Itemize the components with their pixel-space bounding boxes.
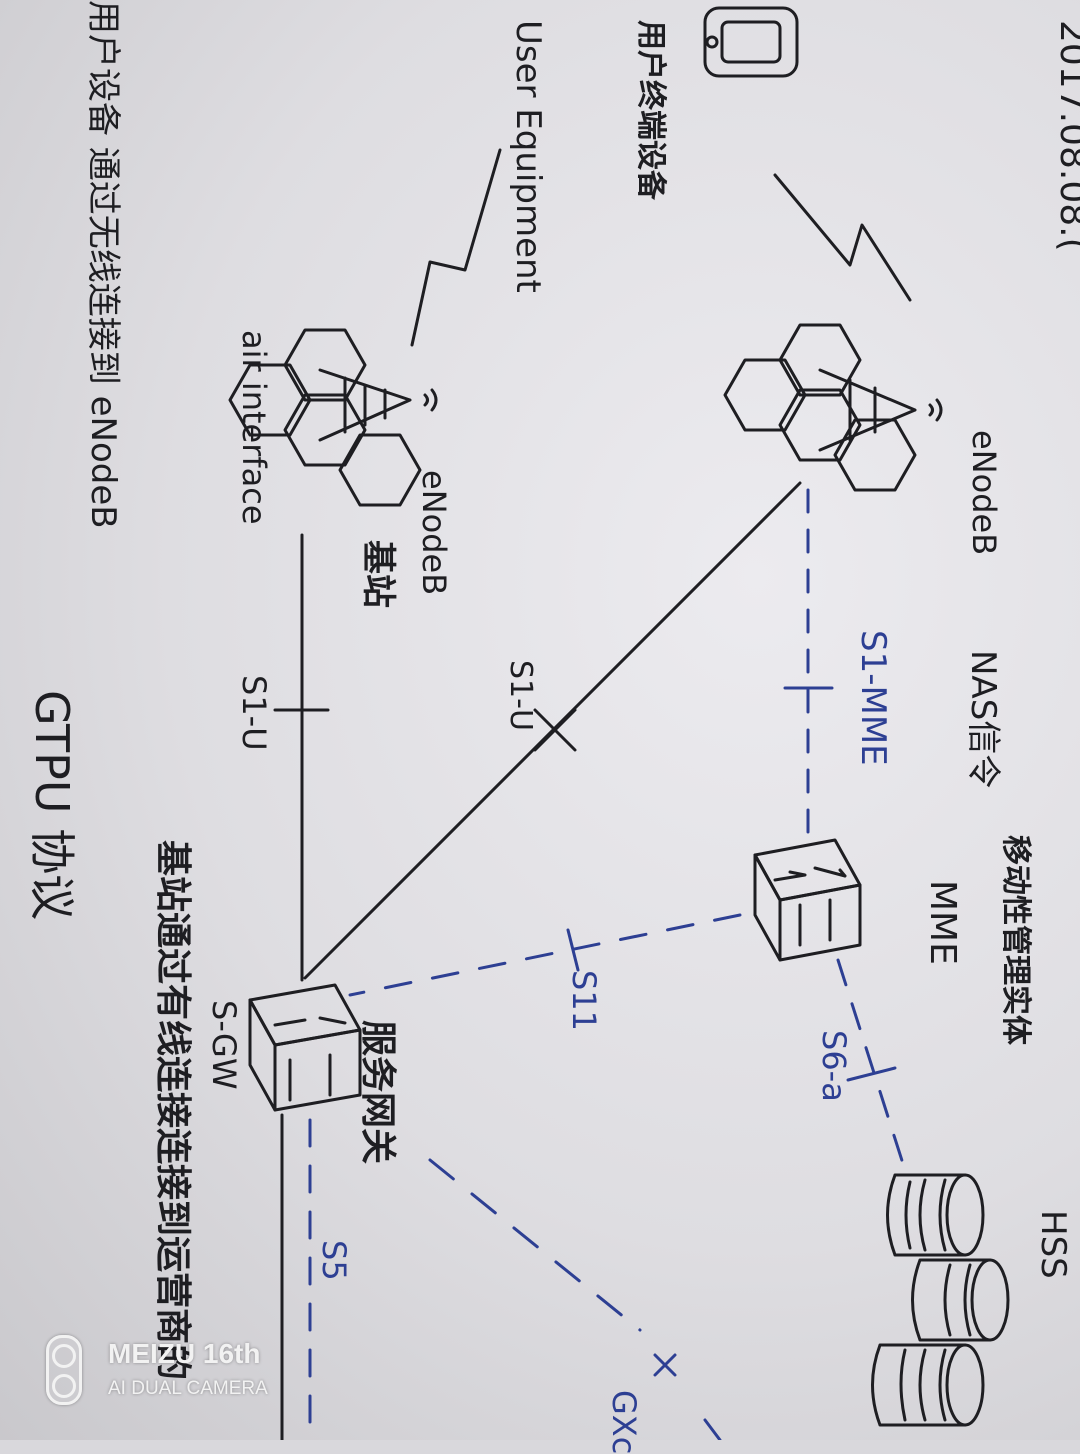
watermark-sub: AI DUAL CAMERA (108, 1378, 268, 1399)
phone-icon (703, 6, 799, 78)
gxc-label: GXc (605, 1390, 643, 1454)
s5-label: S5 (315, 1240, 353, 1281)
mme-label: MME (922, 880, 963, 965)
wireless-link-lower (410, 148, 502, 347)
s1-mme-label: S1-MME (853, 630, 893, 766)
ue-english-label: User Equipment (508, 20, 548, 293)
router-icon-sgw (248, 983, 362, 1112)
s1u-lower-label: S1-U (235, 675, 273, 751)
enodeb-lower-zh-label: 基站 (358, 540, 398, 608)
camera-icon (46, 1335, 82, 1405)
database-icon-hss (871, 1173, 1010, 1427)
ue-description: 用户设备 通过无线连接到 eNodeB (83, 0, 123, 529)
nas-label: NAS信令 (963, 650, 1003, 789)
wireless-link-upper (773, 173, 912, 302)
hss-label: HSS (1033, 1210, 1073, 1279)
s6a-line (836, 958, 907, 1172)
s6a-label: S6-a (815, 1030, 853, 1102)
router-icon-mme (753, 838, 862, 962)
sgw-description: 基站通过有线连接连接到运营商的 (152, 840, 193, 1381)
sgw-label: S-GW (205, 1000, 243, 1090)
enodeb-upper-label: eNodeB (965, 430, 1003, 556)
ue-chinese-label: 用户终端设备 (633, 20, 668, 200)
air-interface-label: air interface (235, 330, 273, 525)
s1u-upper-label: S1-U (503, 660, 538, 731)
s11-label: S11 (565, 970, 603, 1032)
mme-zh-label: 移动性管理实体 (998, 835, 1033, 1045)
date-header: 2017.08.08.( (1052, 20, 1080, 252)
gxc-line (428, 1158, 642, 1332)
enodeb-lower-label: eNodeB (415, 470, 453, 596)
sgw-zh-label: 服务网关 (357, 1020, 398, 1165)
s11-line (348, 913, 742, 997)
protocol-label: GTPU 协议 (25, 690, 79, 921)
tower-icon-upper (723, 323, 943, 492)
watermark-brand: MEIZU 16th (108, 1338, 261, 1369)
tower-icon-lower (228, 328, 438, 507)
